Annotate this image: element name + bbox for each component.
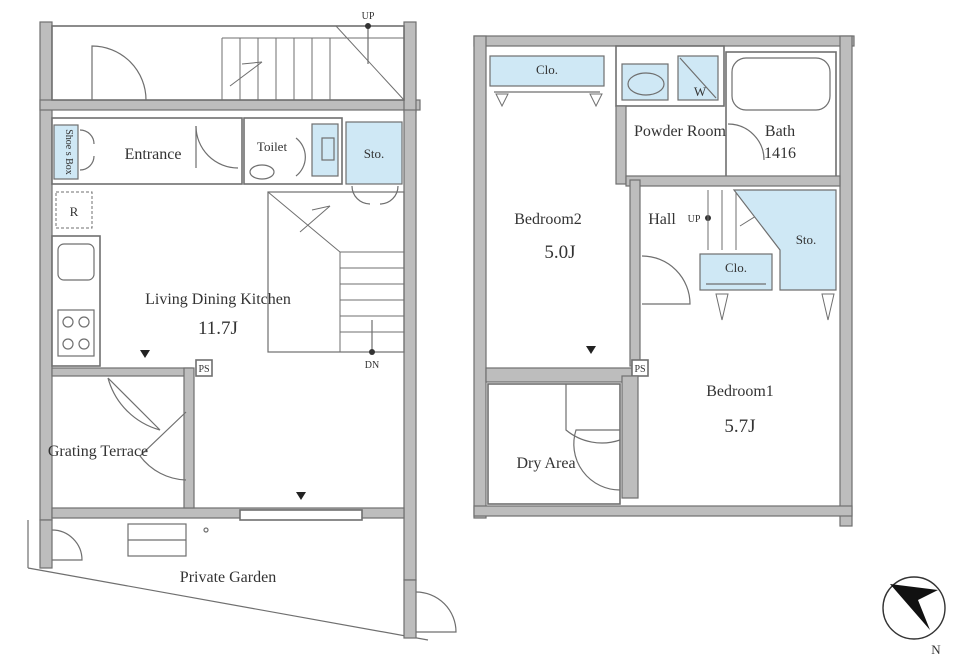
ps-1f	[195, 359, 213, 377]
storage-1f-doors[interactable]	[351, 185, 399, 205]
ps-2f	[631, 359, 649, 377]
ldk-name: Living Dining Kitchen	[145, 291, 291, 308]
garden-boundary	[27, 567, 429, 641]
ldk-window-marker	[140, 350, 150, 358]
kitchen-counter	[51, 235, 101, 367]
south-wall-2f	[473, 505, 853, 517]
floor-plan-2f: Clo. W Bath 1416 Powder Room Hall UP	[473, 35, 855, 527]
storage-1f	[345, 121, 403, 185]
stair-hall-1f	[51, 25, 405, 101]
bath-room	[725, 51, 837, 179]
south-window	[239, 509, 363, 521]
compass-needle-icon	[890, 584, 938, 630]
bath-door[interactable]	[727, 123, 765, 161]
closet-top	[489, 55, 605, 87]
grating-terrace-label: Grating Terrace	[48, 443, 148, 460]
west-wall-2f	[473, 35, 487, 519]
stair-up-1f	[221, 25, 405, 101]
stair-east-wall	[403, 21, 417, 113]
ps-2f-label: PS	[634, 364, 645, 375]
toilet-door[interactable]	[295, 137, 306, 177]
sto-2f-label: Sto.	[796, 232, 817, 247]
bedroom1-name: Bedroom1	[706, 383, 774, 400]
storage-2f	[732, 189, 837, 291]
shoes-box-label: Shoe s Box	[63, 129, 74, 175]
compass-label: N	[931, 642, 941, 657]
bedroom1-door[interactable]	[641, 255, 691, 305]
bedroom2-size: 5.0J	[544, 242, 575, 263]
vanity	[621, 63, 669, 101]
stair-down-1f	[267, 191, 405, 353]
entrance-label: Entrance	[125, 146, 182, 163]
washer-label: W	[694, 84, 707, 99]
private-garden-label: Private Garden	[180, 569, 276, 586]
dry-area-label: Dry Area	[516, 455, 575, 472]
north-wall-2f	[473, 35, 855, 47]
entrance-inner-door[interactable]	[195, 125, 239, 169]
garden-gate-west[interactable]	[51, 529, 83, 561]
refrigerator-space	[55, 191, 93, 229]
terrace-wall	[51, 367, 193, 377]
toilet-icon	[249, 164, 275, 180]
compass: N	[882, 576, 946, 657]
up-marker	[365, 23, 371, 29]
ps-1f-label: PS	[198, 364, 209, 375]
clo-top-label: Clo.	[536, 62, 558, 77]
east-wall-2f	[839, 35, 853, 527]
bath-name: Bath	[765, 123, 795, 140]
garden-gate-east[interactable]	[415, 591, 457, 633]
north-wall	[39, 99, 421, 111]
shoes-box	[53, 124, 79, 180]
up-label: UP	[362, 11, 375, 22]
ldk-size: 11.7J	[198, 318, 238, 339]
terrace-door[interactable]	[107, 377, 161, 431]
bathtub-icon	[731, 57, 831, 111]
entrance-area	[51, 117, 243, 185]
powder-room-line1: Powder Room	[634, 123, 727, 140]
terrace-side-door[interactable]	[139, 411, 187, 481]
bath-size: 1416	[764, 145, 796, 162]
dn-label: DN	[365, 360, 379, 371]
bedroom1-size: 5.7J	[724, 416, 755, 437]
entrance-door[interactable]	[91, 45, 147, 101]
floor-plan-1f: UP Shoe s Box Entrance Toilet Sto.	[27, 11, 457, 641]
sto-1f-label: Sto.	[364, 146, 385, 161]
refrigerator-label: R	[70, 204, 79, 219]
dry-area-door[interactable]	[565, 384, 621, 444]
bedroom2-area	[486, 104, 630, 366]
bedroom2-name: Bedroom2	[514, 211, 582, 228]
hall-up-label: UP	[688, 214, 701, 225]
hall-label: Hall	[648, 211, 676, 228]
toilet-label: Toilet	[257, 139, 288, 154]
dn-marker	[369, 349, 375, 355]
bedroom2-marker	[586, 346, 596, 354]
stove-icon	[57, 309, 95, 357]
ldk-south-marker	[296, 492, 306, 500]
terrace-east-wall	[183, 367, 195, 509]
basin-icon	[627, 72, 665, 96]
sink-icon	[57, 243, 95, 281]
shoes-box-doors[interactable]	[79, 129, 95, 171]
clo-hall-label: Clo.	[725, 260, 747, 275]
east-wall	[403, 109, 417, 581]
dry-area-side-door[interactable]	[573, 429, 621, 491]
south-wall	[51, 507, 405, 519]
